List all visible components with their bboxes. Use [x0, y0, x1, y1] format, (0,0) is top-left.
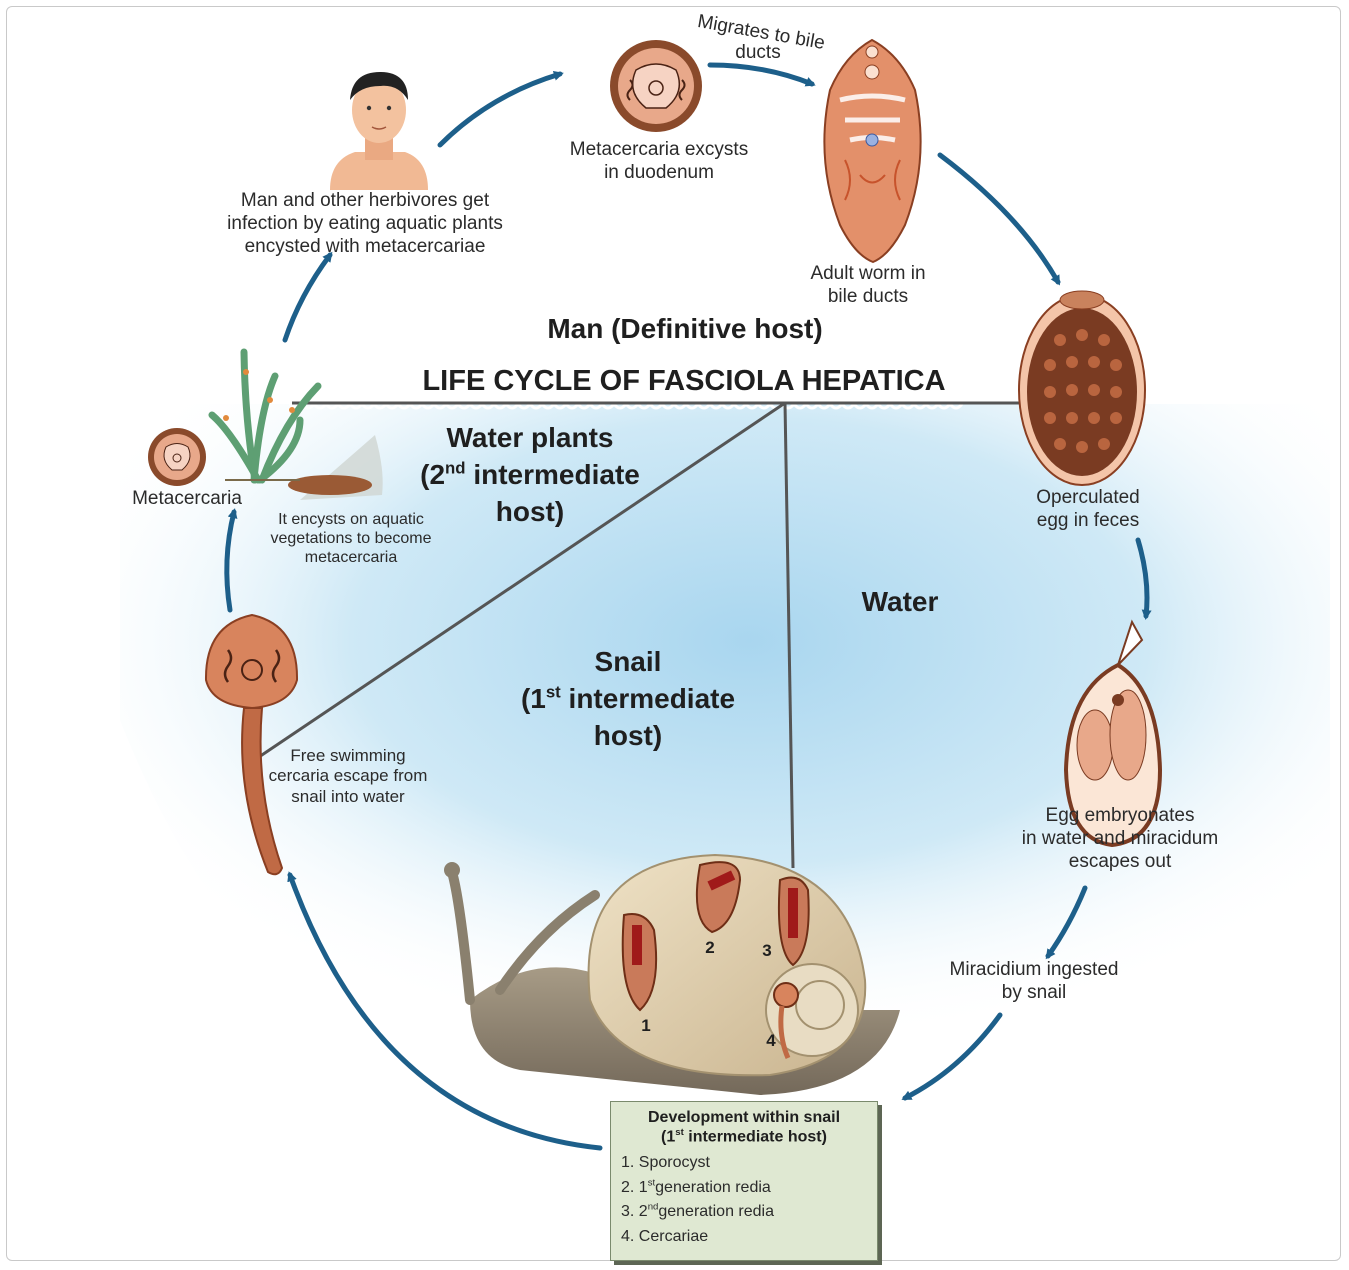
snail-host-label: Snail (1st intermediate host)	[490, 644, 766, 755]
snail-stage-number-4: 4	[761, 1031, 781, 1051]
development-list: 1. Sporocyst 2. 1stgeneration redia 3. 2…	[621, 1151, 867, 1250]
snail-stage-number-2: 2	[700, 938, 720, 958]
miracidium-label: Miracidium ingested by snail	[928, 959, 1140, 1005]
arrow-man-to-excyst	[440, 74, 560, 145]
snail-stage-number-1: 1	[636, 1016, 656, 1036]
excysts-label: Metacercaria excysts in duodenum	[540, 139, 778, 185]
snail-stage-number-3: 3	[757, 941, 777, 961]
development-item-1: 1. Sporocyst	[621, 1151, 867, 1176]
encysts-label: It encysts on aquatic vegetations to bec…	[248, 510, 454, 568]
metacercaria-cyst-top	[610, 40, 702, 132]
migrates-label-2: ducts	[718, 42, 798, 65]
development-item-2: 2. 1stgeneration redia	[621, 1176, 867, 1201]
development-item-3: 3. 2ndgeneration redia	[621, 1200, 867, 1225]
arrow-excyst-to-adult	[710, 65, 812, 84]
man-infection-label: Man and other herbivores get infection b…	[190, 190, 540, 258]
development-box: Development within snail (1st intermedia…	[610, 1101, 878, 1261]
embryonates-label: Egg embryonates in water and miracidum e…	[995, 805, 1245, 873]
metacercaria-cyst-left	[148, 428, 206, 486]
metacercaria-label: Metacercaria	[118, 488, 256, 511]
arrow-plants-to-man	[285, 255, 330, 340]
operculated-egg-label: Operculated egg in feces	[1008, 487, 1168, 533]
arrow-adult-to-egg	[940, 155, 1058, 282]
water-zone-label: Water	[840, 585, 960, 619]
cercaria-label: Free swimming cercaria escape from snail…	[250, 746, 446, 807]
man-illustration	[330, 72, 428, 190]
definitive-host-label: Man (Definitive host)	[470, 312, 900, 346]
development-item-4: 4. Cercariae	[621, 1225, 867, 1250]
adult-worm	[824, 40, 920, 262]
adult-worm-label: Adult worm in bile ducts	[780, 263, 956, 309]
diagram-title: LIFE CYCLE OF FASCIOLA HEPATICA	[370, 364, 998, 399]
operculated-egg	[1019, 291, 1145, 485]
development-title: Development within snail (1st intermedia…	[621, 1108, 867, 1147]
